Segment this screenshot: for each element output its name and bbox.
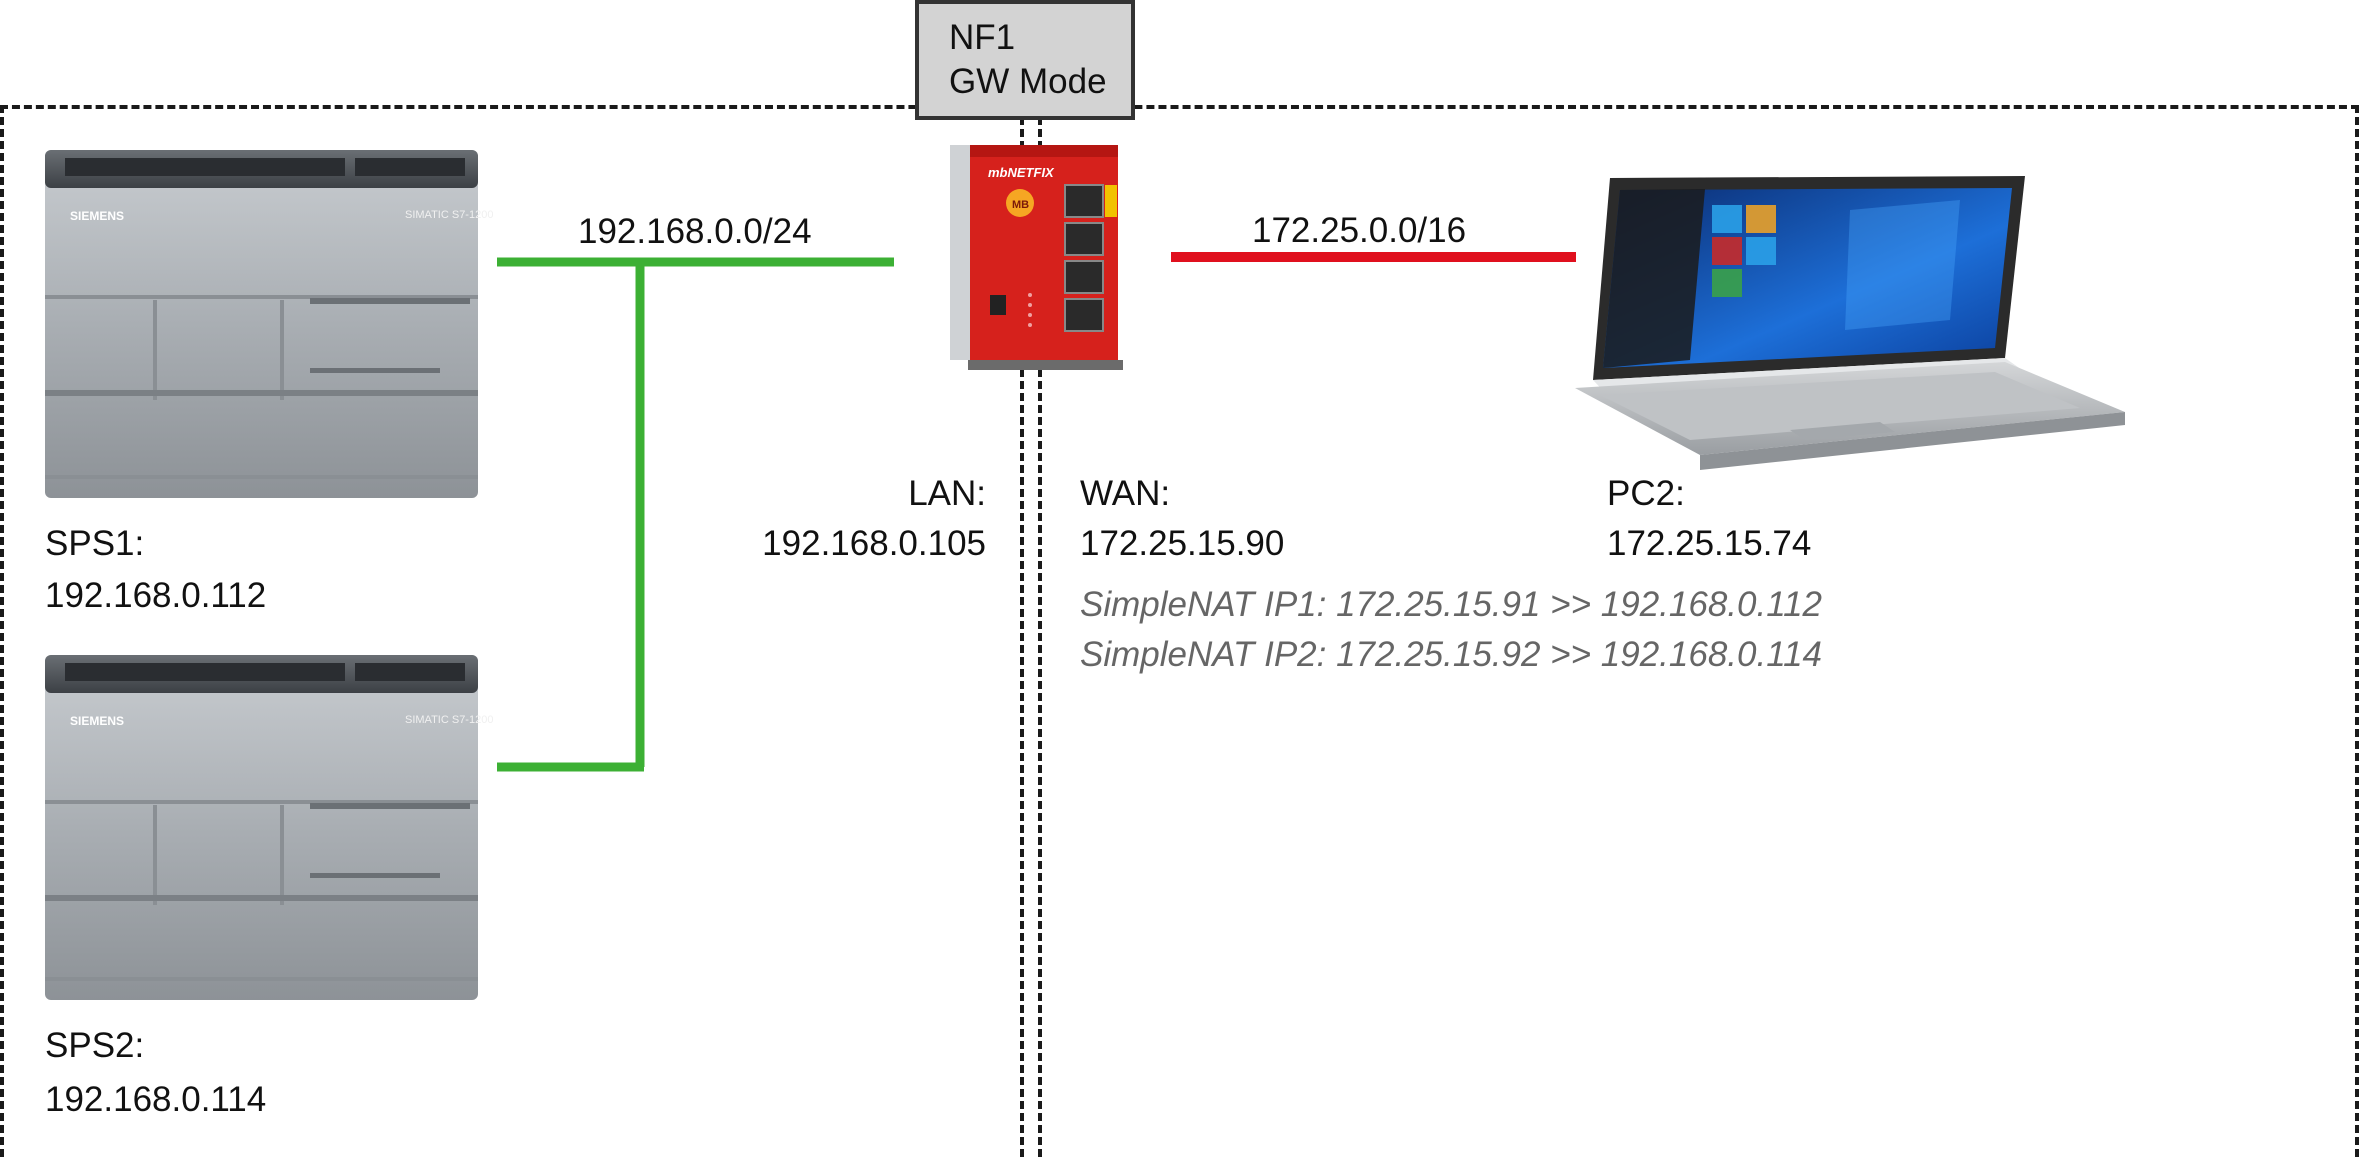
simplenat-rule-2: SimpleNAT IP2: 172.25.15.92 >> 192.168.0…	[1080, 635, 1823, 674]
lan-interface-label: LAN:	[908, 474, 986, 513]
sps2-model-text: SIMATIC S7-1200	[405, 714, 493, 726]
sps1-brand-text: SIEMENS	[70, 209, 124, 223]
sps1-plc-image: SIEMENS SIMATIC S7-1200	[45, 150, 493, 498]
sps2-label: SPS2:	[45, 1026, 145, 1065]
lan-interface-ip: 192.168.0.105	[762, 524, 986, 563]
lan-network-label: 192.168.0.0/24	[578, 212, 812, 251]
lan-link-lines	[497, 257, 894, 772]
sps1-model-text: SIMATIC S7-1200	[405, 209, 493, 221]
wan-network-label: 172.25.0.0/16	[1252, 211, 1467, 250]
sps2-plc-image: SIEMENS SIMATIC S7-1200	[45, 655, 493, 1000]
lan-zone-boundary	[0, 105, 1024, 1157]
svg-text:MB: MB	[1012, 199, 1029, 211]
gateway-brand-text: mbNETFIX	[988, 165, 1055, 180]
pc2-label: PC2:	[1607, 474, 1685, 513]
sps1-ip: 192.168.0.112	[45, 576, 267, 615]
wan-zone-boundary	[1038, 105, 2359, 1157]
sps1-label: SPS1:	[45, 524, 145, 563]
pc2-laptop-image	[1575, 176, 2125, 470]
gateway-mode: GW Mode	[949, 62, 1107, 101]
wan-interface-label: WAN:	[1080, 474, 1171, 513]
nf1-gateway-label-box: NF1 GW Mode	[915, 0, 1135, 120]
simplenat-rule-1: SimpleNAT IP1: 172.25.15.91 >> 192.168.0…	[1080, 585, 1823, 624]
sps2-brand-text: SIEMENS	[70, 714, 124, 728]
sps2-ip: 192.168.0.114	[45, 1080, 267, 1119]
nf1-gateway-device-image: mbNETFIX MB	[950, 145, 1123, 370]
wan-interface-ip: 172.25.15.90	[1080, 524, 1285, 563]
gateway-title: NF1	[949, 18, 1016, 57]
pc2-ip: 172.25.15.74	[1607, 524, 1812, 563]
